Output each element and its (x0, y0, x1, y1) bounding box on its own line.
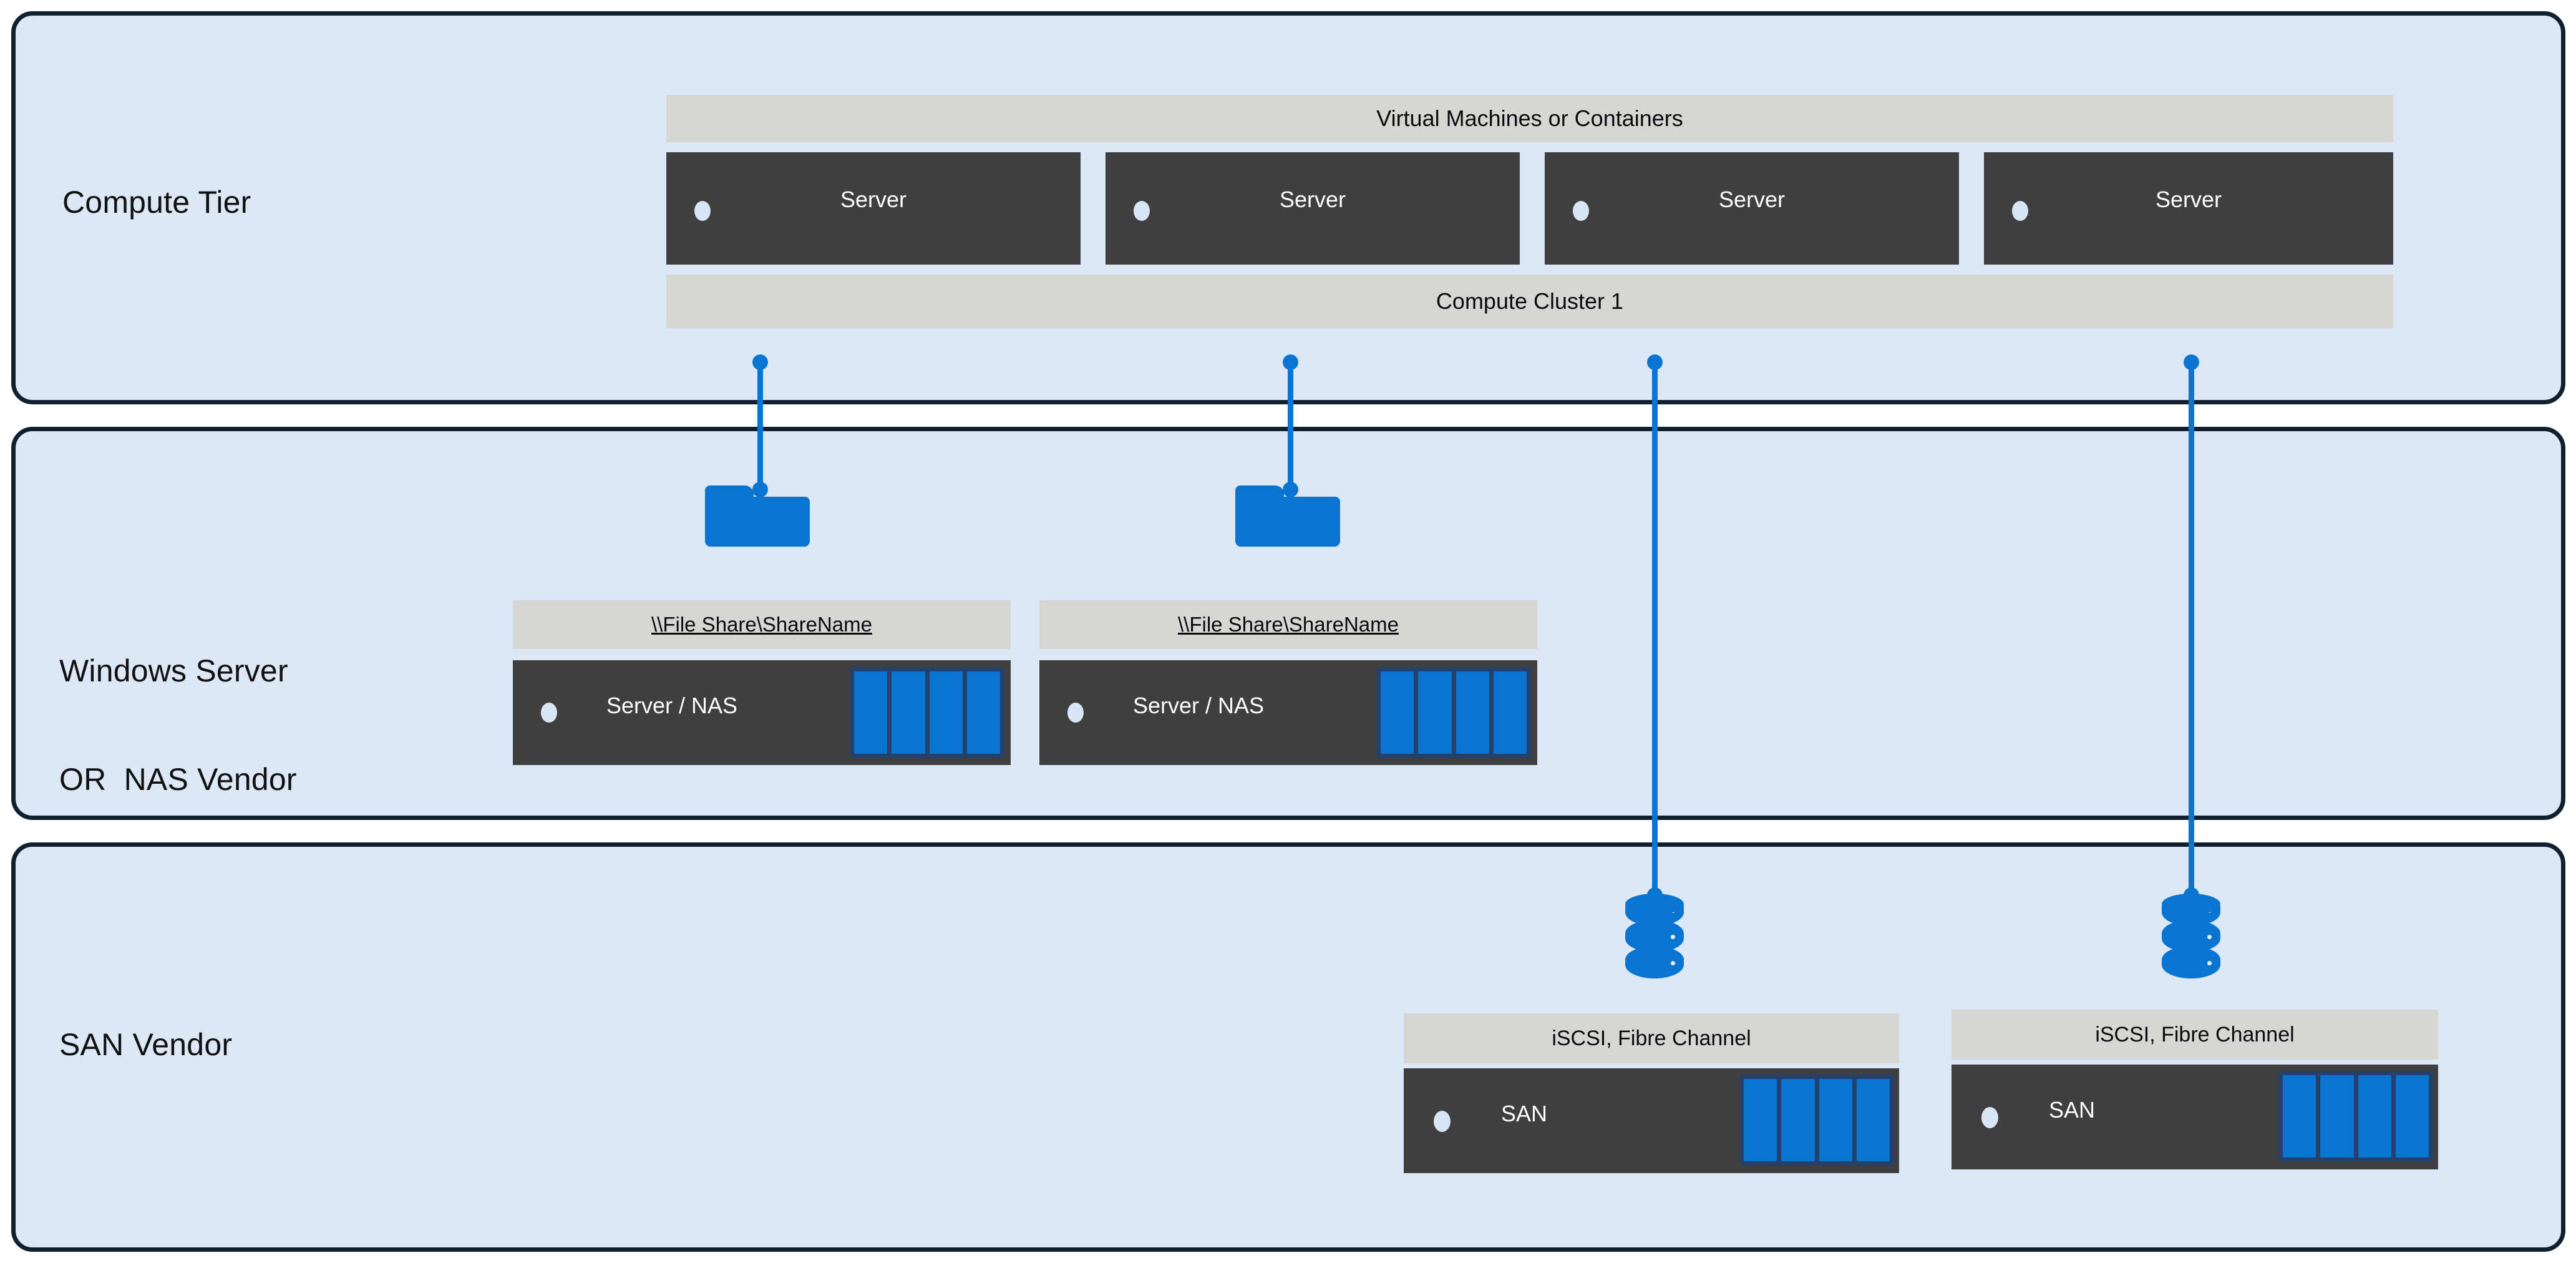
san-1-cap: iSCSI, Fibre Channel (1404, 1013, 1899, 1063)
connector-endpoint-dot (752, 482, 768, 497)
file-share-2-path: \\File Share\ShareName (1178, 613, 1399, 636)
file-share-1-label: Server / NAS (606, 693, 738, 718)
tier-label-compute: Compute Tier (62, 185, 251, 220)
san-2-protocol-label: iSCSI, Fibre Channel (2095, 1022, 2295, 1046)
san-2-node[interactable]: SAN (1951, 1065, 2438, 1169)
connector-endpoint-dot (1647, 354, 1663, 370)
connector-endpoint-dot (1647, 887, 1663, 903)
database-icon (1625, 894, 1684, 978)
status-dot-icon (1434, 1111, 1451, 1132)
connector-server4-to-san2 (2189, 359, 2194, 902)
file-share-1-node[interactable]: Server / NAS (513, 660, 1011, 765)
compute-server-1-label: Server (840, 187, 907, 212)
file-share-2-cap[interactable]: \\File Share\ShareName (1039, 600, 1537, 649)
connector-endpoint-dot (2184, 887, 2199, 903)
compute-server-3-label: Server (1718, 187, 1786, 212)
compute-server-2[interactable]: Server (1106, 152, 1520, 265)
san-1-node[interactable]: SAN (1404, 1068, 1899, 1173)
compute-server-4[interactable]: Server (1984, 152, 2393, 265)
status-dot-icon (1067, 703, 1084, 723)
status-dot-icon (2012, 201, 2028, 221)
file-share-2-label: Server / NAS (1133, 693, 1265, 718)
compute-header-label: Virtual Machines or Containers (1376, 105, 1683, 131)
san-2-label: SAN (2049, 1097, 2096, 1123)
connector-server1-to-share1 (757, 359, 763, 496)
compute-header-band: Virtual Machines or Containers (666, 95, 2393, 142)
disk-array-icon (1739, 1075, 1894, 1166)
status-dot-icon (694, 201, 711, 221)
san-2-cap: iSCSI, Fibre Channel (1951, 1010, 2438, 1060)
compute-footer-band: Compute Cluster 1 (666, 275, 2393, 328)
status-dot-icon (1134, 201, 1150, 221)
compute-server-2-label: Server (1279, 187, 1346, 212)
connector-endpoint-dot (2184, 354, 2199, 370)
disk-array-icon (850, 667, 1004, 758)
file-share-1-path: \\File Share\ShareName (651, 613, 872, 636)
disk-array-icon (1376, 667, 1531, 758)
compute-server-1[interactable]: Server (666, 152, 1081, 265)
compute-server-4-label: Server (2155, 187, 2222, 212)
tier-label-file-nas: Windows Server OR NAS Vendor (59, 580, 297, 834)
folder-body (705, 497, 810, 547)
status-dot-icon (1573, 201, 1589, 221)
compute-server-3[interactable]: Server (1545, 152, 1959, 265)
san-1-label: SAN (1501, 1101, 1548, 1126)
connector-server3-to-san1 (1652, 359, 1658, 902)
tier-label-san: SAN Vendor (59, 1027, 233, 1062)
san-1-protocol-label: iSCSI, Fibre Channel (1552, 1026, 1751, 1050)
tier-label-file-line2: OR NAS Vendor (59, 762, 297, 797)
compute-footer-label: Compute Cluster 1 (1436, 288, 1624, 314)
status-dot-icon (541, 703, 557, 723)
connector-endpoint-dot (1283, 354, 1298, 370)
connector-server2-to-share2 (1288, 359, 1293, 496)
database-icon (2162, 894, 2220, 978)
connector-endpoint-dot (752, 354, 768, 370)
connector-endpoint-dot (1283, 482, 1298, 497)
file-share-1-cap[interactable]: \\File Share\ShareName (513, 600, 1011, 649)
folder-body (1235, 497, 1340, 547)
status-dot-icon (1981, 1107, 1998, 1128)
file-share-2-node[interactable]: Server / NAS (1039, 660, 1537, 765)
tier-label-file-line1: Windows Server (59, 653, 288, 688)
disk-array-icon (2278, 1071, 2433, 1162)
